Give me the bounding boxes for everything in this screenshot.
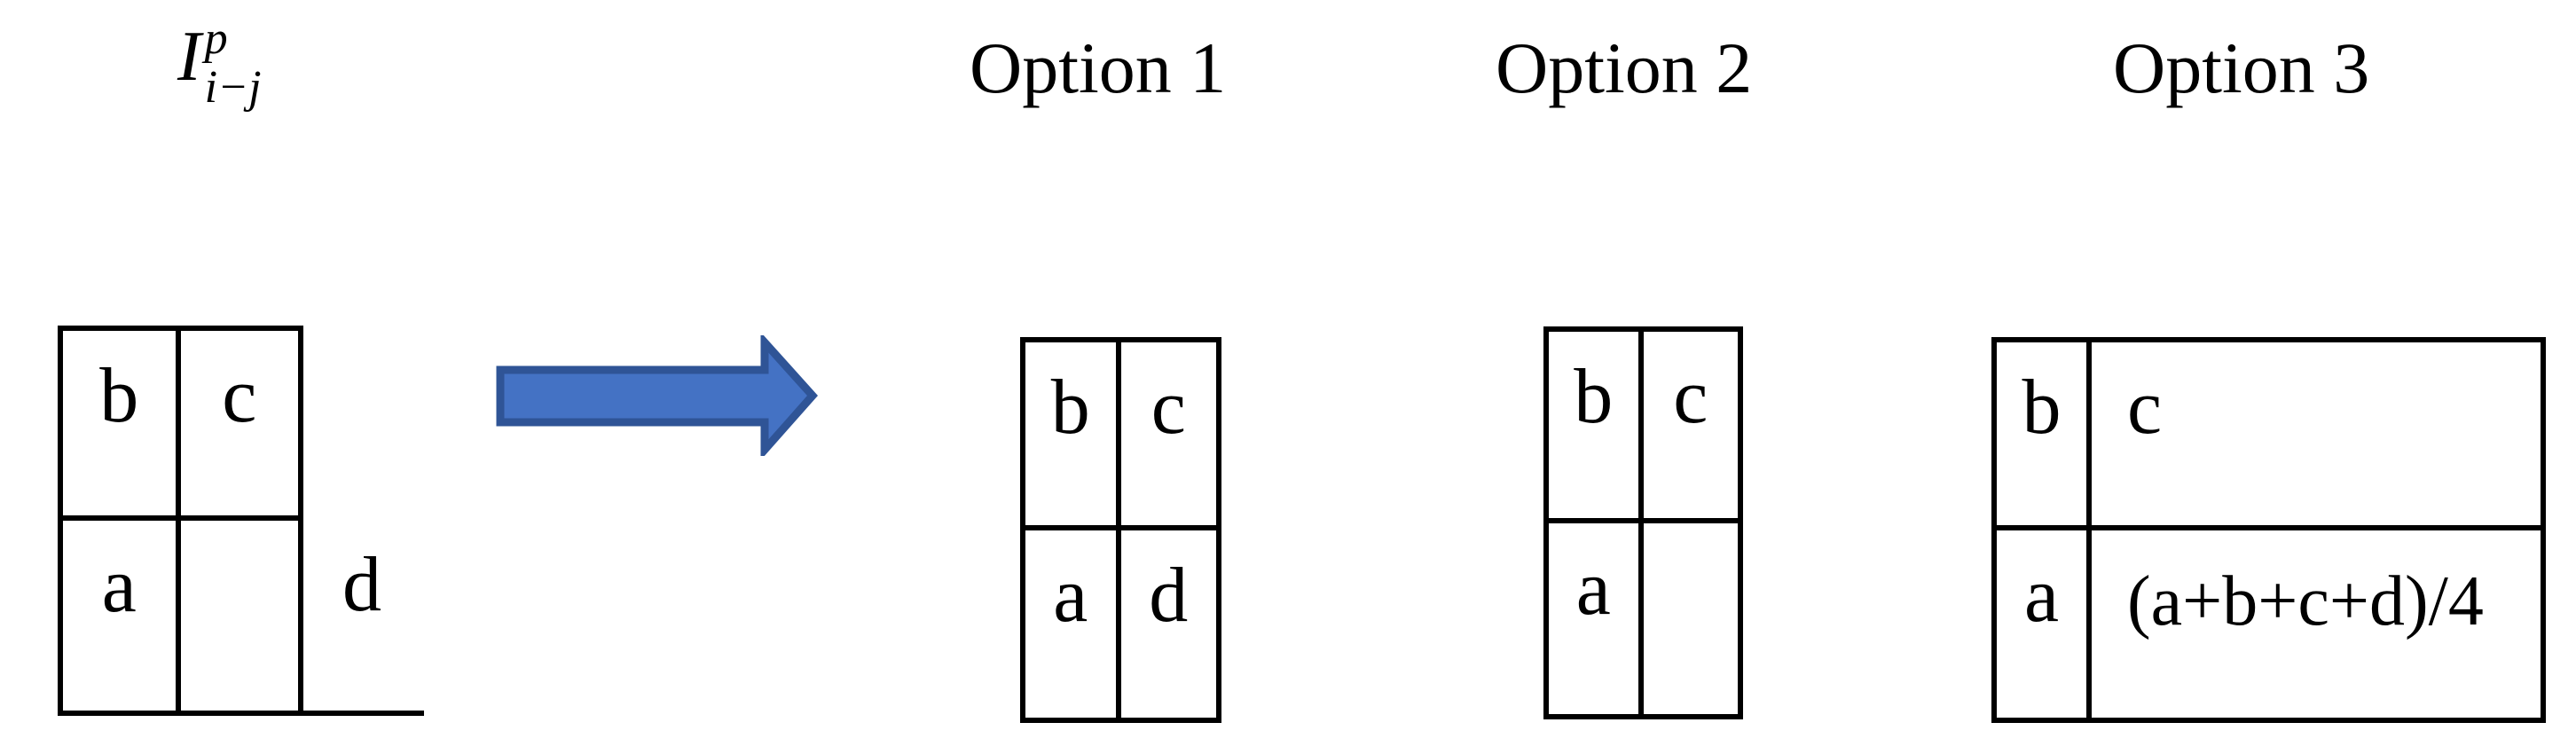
input-label-subscript: i−j	[204, 62, 262, 113]
option-1-cell-bottom-left: a	[1025, 530, 1121, 718]
right-arrow-icon	[496, 335, 818, 456]
input-cell-bottom-left: a	[63, 521, 181, 711]
option-1-cell-bottom-right: d	[1149, 552, 1189, 639]
input-grid-baseline-extension	[303, 711, 424, 716]
input-label-superscript: p	[204, 13, 228, 64]
option-2-cell-top-right: c	[1643, 332, 1738, 523]
option-1-cell-top-left: b	[1025, 342, 1121, 530]
option-3-cell-bottom-right: (a+b+c+d)/4	[2127, 562, 2484, 640]
option-2-cell-bottom-right-empty	[1644, 523, 1739, 715]
option-3-title: Option 3	[2113, 27, 2370, 108]
option-2-cell-bottom-left: a	[1549, 522, 1644, 714]
input-grid: b c a	[58, 326, 303, 716]
option-3-grid: b c a (a+b+c+d)/4	[1991, 337, 2546, 723]
option-1-grid: b c a d	[1020, 337, 1221, 723]
input-outside-pixel-label: d	[342, 542, 381, 628]
input-image-label: I p i−j	[177, 16, 262, 111]
input-label-base: I	[177, 18, 201, 96]
option-3-cell-top-left: b	[1997, 342, 2092, 530]
option-1-title: Option 1	[970, 27, 1227, 108]
input-label-scripts: p i−j	[205, 16, 262, 111]
input-cell-bottom-right-empty	[181, 521, 299, 711]
right-arrow-shape	[496, 335, 818, 456]
option-2-title: Option 2	[1496, 27, 1753, 108]
option-3-cell-bottom-left: a	[1997, 530, 2092, 718]
option-2-cell-top-left: b	[1549, 332, 1644, 523]
input-cell-top-right: c	[180, 331, 298, 521]
input-cell-top-left: b	[63, 331, 181, 521]
option-3-cell-top-right: c	[2092, 342, 2541, 530]
option-1-cell-top-right: c	[1120, 342, 1216, 530]
option-2-grid: b c a	[1543, 326, 1743, 719]
